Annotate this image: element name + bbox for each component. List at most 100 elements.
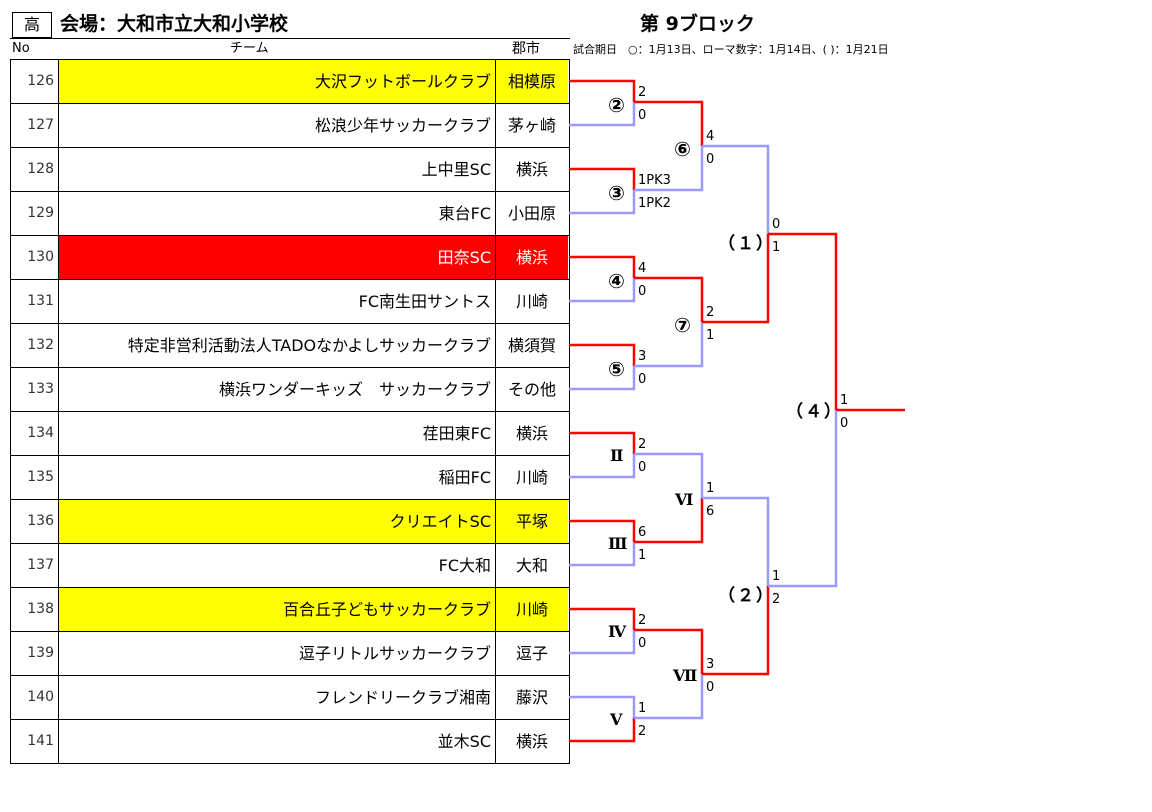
- score-top: 1: [772, 569, 781, 584]
- team-city: 大和: [515, 556, 548, 575]
- score-bottom: 1PK2: [638, 196, 671, 211]
- column-header-no: No: [12, 41, 30, 56]
- match-label: ③: [608, 181, 625, 205]
- header-divider: [10, 38, 570, 39]
- score-top: 2: [638, 613, 647, 628]
- bracket-line: [569, 718, 636, 743]
- score-bottom: 1: [638, 548, 647, 563]
- score-top: 0: [772, 217, 781, 232]
- score-top: 6: [638, 525, 647, 540]
- bracket-line: [569, 167, 636, 190]
- bracket-line: [569, 102, 636, 127]
- team-number: 136: [11, 500, 59, 543]
- team-city: 横浜: [515, 160, 548, 179]
- score-bottom: 0: [638, 108, 647, 123]
- bracket-line: [569, 366, 636, 391]
- score-bottom: 1: [706, 328, 715, 343]
- match-label: ②: [608, 93, 625, 117]
- team-name: 田奈SC: [59, 236, 496, 279]
- bracket-line: [702, 144, 770, 234]
- score-top: 1: [840, 393, 849, 408]
- bracket-line: [569, 607, 636, 630]
- bracket-line: [702, 234, 770, 324]
- bracket-line: [569, 454, 636, 479]
- bracket-line: [569, 542, 636, 567]
- score-top: 2: [638, 437, 647, 452]
- score-bottom: 0: [638, 636, 647, 651]
- score-bottom: 2: [772, 592, 781, 607]
- team-number: 134: [11, 412, 59, 455]
- team-number: 133: [11, 368, 59, 411]
- team-city: 相模原: [496, 60, 568, 103]
- score-top: 2: [706, 305, 715, 320]
- score-bottom: 0: [638, 460, 647, 475]
- match-label: Ⅵ: [675, 490, 694, 509]
- bracket-line: [569, 695, 636, 718]
- bracket-line: [634, 452, 704, 498]
- score-top: 1: [706, 481, 715, 496]
- column-header-team: チーム: [230, 41, 269, 56]
- match-label: （２）: [718, 586, 775, 606]
- team-number: 129: [11, 192, 59, 235]
- team-city: 横須賀: [507, 336, 556, 355]
- team-name: 荏田東FC: [59, 412, 496, 455]
- bracket-line: [634, 498, 704, 544]
- team-city: 茅ヶ崎: [507, 116, 556, 135]
- score-bottom: 0: [706, 680, 715, 695]
- bracket-line: [569, 190, 636, 215]
- bracket-line: [634, 146, 704, 192]
- team-city: 平塚: [496, 500, 568, 543]
- score-top: 2: [638, 85, 647, 100]
- team-name: 大沢フットボールクラブ: [59, 60, 496, 103]
- team-name: 特定非営利活動法人TADOなかよしサッカークラブ: [59, 324, 496, 367]
- bracket-line: [569, 519, 636, 542]
- bracket-line: [768, 410, 838, 588]
- team-number: 126: [11, 60, 59, 103]
- bracket-line: [634, 628, 704, 674]
- team-number: 137: [11, 544, 59, 587]
- bracket-line: [634, 100, 704, 146]
- score-top: 4: [706, 129, 715, 144]
- match-label: Ⅴ: [610, 710, 623, 729]
- match-label: Ⅱ: [610, 446, 624, 465]
- bracket-line: [634, 322, 704, 368]
- match-label: （１）: [718, 234, 775, 254]
- team-number: 140: [11, 676, 59, 719]
- team-city: 横浜: [515, 732, 548, 751]
- team-name: 百合丘子どもサッカークラブ: [59, 588, 496, 631]
- score-bottom: 0: [706, 152, 715, 167]
- score-bottom: 2: [638, 724, 647, 739]
- team-number: 127: [11, 104, 59, 147]
- category-badge: 高: [12, 12, 52, 38]
- team-city: 川崎: [515, 292, 548, 311]
- team-city: 逗子: [515, 644, 548, 663]
- score-top: 1PK3: [638, 173, 671, 188]
- team-name: 稲田FC: [59, 456, 496, 499]
- bracket-line: [702, 586, 770, 676]
- bracket-line: [569, 255, 636, 278]
- team-name: 並木SC: [59, 720, 496, 763]
- team-city: 横浜: [496, 236, 568, 279]
- score-bottom: 0: [638, 284, 647, 299]
- match-label: ⑦: [674, 313, 691, 337]
- bracket-line: [702, 496, 770, 586]
- team-number: 131: [11, 280, 59, 323]
- team-number: 128: [11, 148, 59, 191]
- team-city: 川崎: [515, 468, 548, 487]
- score-top: 1: [638, 701, 647, 716]
